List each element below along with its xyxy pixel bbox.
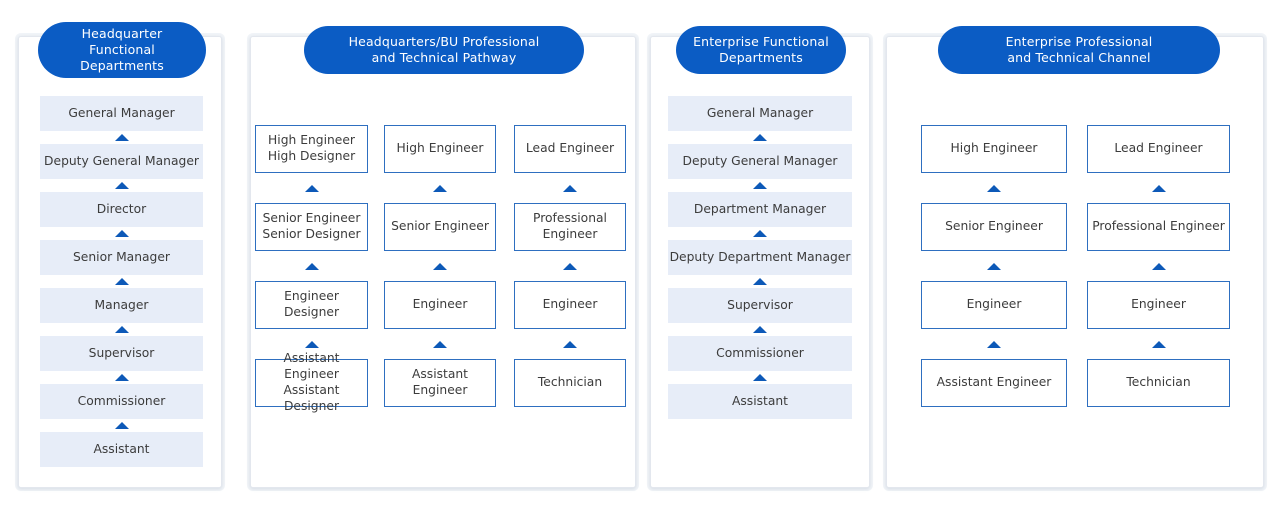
up-arrow-icon [1151,340,1166,348]
node-hq-functional-ladder-7[interactable]: Assistant [40,432,203,467]
up-arrow-icon [114,422,129,429]
node-enterprise-functional-ladder-1[interactable]: Deputy General Manager [668,144,852,179]
up-arrow-icon [114,374,129,381]
node-hq-engineer-track-1[interactable]: Senior Engineer [384,203,496,251]
node-hq-functional-ladder-5[interactable]: Supervisor [40,336,203,371]
up-arrow-icon [753,326,767,333]
up-arrow-icon [563,340,577,348]
node-hq-engineer-track-3[interactable]: Assistant Engineer [384,359,496,407]
up-arrow-icon [1151,184,1166,192]
node-enterprise-technical-track-0[interactable]: Lead Engineer [1087,125,1230,173]
node-enterprise-functional-ladder-6[interactable]: Assistant [668,384,852,419]
node-enterprise-engineer-track-1[interactable]: Senior Engineer [921,203,1067,251]
up-arrow-icon [987,340,1001,348]
up-arrow-icon [753,182,767,189]
up-arrow-icon [753,230,767,237]
node-hq-functional-ladder-2[interactable]: Director [40,192,203,227]
panel-header-headquarter-functional-departments[interactable]: Headquarter Functional Departments [38,22,206,78]
node-enterprise-functional-ladder-4[interactable]: Supervisor [668,288,852,323]
up-arrow-icon [114,230,129,237]
up-arrow-icon [114,182,129,189]
node-hq-technical-track-0[interactable]: Lead Engineer [514,125,626,173]
node-enterprise-engineer-track-0[interactable]: High Engineer [921,125,1067,173]
node-hq-design-track-1[interactable]: Senior Engineer Senior Designer [255,203,368,251]
node-hq-technical-track-1[interactable]: Professional Engineer [514,203,626,251]
node-hq-functional-ladder-4[interactable]: Manager [40,288,203,323]
node-enterprise-engineer-track-2[interactable]: Engineer [921,281,1067,329]
up-arrow-icon [987,184,1001,192]
up-arrow-icon [753,278,767,285]
node-hq-functional-ladder-3[interactable]: Senior Manager [40,240,203,275]
node-enterprise-engineer-track-3[interactable]: Assistant Engineer [921,359,1067,407]
node-enterprise-technical-track-3[interactable]: Technician [1087,359,1230,407]
node-hq-design-track-3[interactable]: Assistant Engineer Assistant Designer [255,351,368,413]
node-hq-technical-track-2[interactable]: Engineer [514,281,626,329]
node-hq-design-track-0[interactable]: High Engineer High Designer [255,125,368,173]
up-arrow-icon [563,262,577,270]
panel-enterprise-professional-technical-channel [886,36,1264,488]
panel-headquarters-bu-professional-technical-pathway [250,36,636,488]
up-arrow-icon [304,184,319,192]
up-arrow-icon [563,184,577,192]
node-hq-technical-track-3[interactable]: Technician [514,359,626,407]
node-enterprise-technical-track-2[interactable]: Engineer [1087,281,1230,329]
up-arrow-icon [433,340,447,348]
node-enterprise-functional-ladder-5[interactable]: Commissioner [668,336,852,371]
up-arrow-icon [1151,262,1166,270]
up-arrow-icon [114,134,129,141]
node-hq-functional-ladder-6[interactable]: Commissioner [40,384,203,419]
node-enterprise-technical-track-1[interactable]: Professional Engineer [1087,203,1230,251]
node-enterprise-functional-ladder-2[interactable]: Department Manager [668,192,852,227]
up-arrow-icon [304,340,319,348]
node-enterprise-functional-ladder-3[interactable]: Deputy Department Manager [668,240,852,275]
up-arrow-icon [433,184,447,192]
panel-header-headquarters-bu-professional-technical-pathway[interactable]: Headquarters/BU Professional and Technic… [304,26,584,74]
node-enterprise-functional-ladder-0[interactable]: General Manager [668,96,852,131]
panel-header-enterprise-functional-departments[interactable]: Enterprise Functional Departments [676,26,846,74]
node-hq-functional-ladder-0[interactable]: General Manager [40,96,203,131]
up-arrow-icon [987,262,1001,270]
node-hq-functional-ladder-1[interactable]: Deputy General Manager [40,144,203,179]
up-arrow-icon [753,134,767,141]
node-hq-engineer-track-2[interactable]: Engineer [384,281,496,329]
up-arrow-icon [304,262,319,270]
node-hq-design-track-2[interactable]: Engineer Designer [255,281,368,329]
up-arrow-icon [753,374,767,381]
up-arrow-icon [114,278,129,285]
up-arrow-icon [114,326,129,333]
panel-header-enterprise-professional-technical-channel[interactable]: Enterprise Professional and Technical Ch… [938,26,1220,74]
node-hq-engineer-track-0[interactable]: High Engineer [384,125,496,173]
up-arrow-icon [433,262,447,270]
